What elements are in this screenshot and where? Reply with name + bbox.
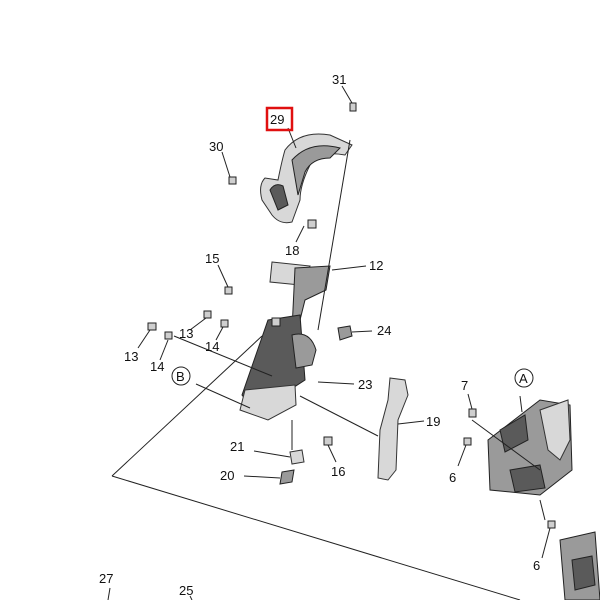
bolt-13a[interactable] (147, 322, 157, 331)
callout-30: 30 (209, 139, 223, 154)
bolt-7[interactable] (468, 408, 477, 418)
bolt-6b[interactable] (547, 520, 556, 529)
callout-12: 12 (369, 258, 383, 273)
callout-15: 15 (205, 251, 219, 266)
selected-callout-highlight[interactable] (265, 106, 294, 132)
bolt-15[interactable] (224, 286, 233, 295)
bolt-6a[interactable] (463, 437, 472, 446)
nut-18[interactable] (307, 219, 317, 229)
callout-7: 7 (461, 378, 468, 393)
bolt-31[interactable] (349, 102, 357, 112)
bolt-14b[interactable] (220, 319, 229, 328)
bolt-14a[interactable] (164, 331, 173, 340)
bolt-13b[interactable] (203, 310, 212, 319)
callout-labels: 31 29 30 18 15 12 24 13 13 14 14 23 19 2… (99, 72, 540, 598)
callout-13a: 13 (124, 349, 138, 364)
callout-19: 19 (426, 414, 440, 429)
callout-13b: 13 (179, 326, 193, 341)
leader-lines (107, 85, 551, 600)
reference-marker-a: A (514, 368, 534, 388)
callout-29: 29 (270, 112, 284, 127)
callout-23: 23 (358, 377, 372, 392)
callout-25: 25 (179, 583, 193, 598)
clip-24[interactable] (337, 325, 353, 341)
assembly-lines (111, 139, 546, 600)
callout-14b: 14 (205, 339, 219, 354)
reference-letter-a: A (519, 371, 528, 386)
nut-16[interactable] (323, 436, 333, 446)
callout-21: 21 (230, 439, 244, 454)
callout-16: 16 (331, 464, 345, 479)
callout-6b: 6 (533, 558, 540, 573)
fender-shroud-part[interactable] (260, 133, 353, 224)
callout-20: 20 (220, 468, 234, 483)
callout-14a: 14 (150, 359, 164, 374)
rubber-strip-19[interactable] (377, 377, 409, 481)
right-bracket-assembly[interactable] (487, 399, 600, 600)
callout-18: 18 (285, 243, 299, 258)
reference-marker-b: B (171, 366, 191, 386)
callout-24: 24 (377, 323, 391, 338)
main-bracket-assembly[interactable] (239, 261, 331, 421)
pad-21[interactable] (289, 449, 305, 465)
reference-letter-b: B (176, 369, 185, 384)
pad-20[interactable] (279, 469, 295, 485)
callout-27: 27 (99, 571, 113, 586)
callout-31: 31 (332, 72, 346, 87)
bolt-30[interactable] (228, 176, 237, 185)
callout-6a: 6 (449, 470, 456, 485)
